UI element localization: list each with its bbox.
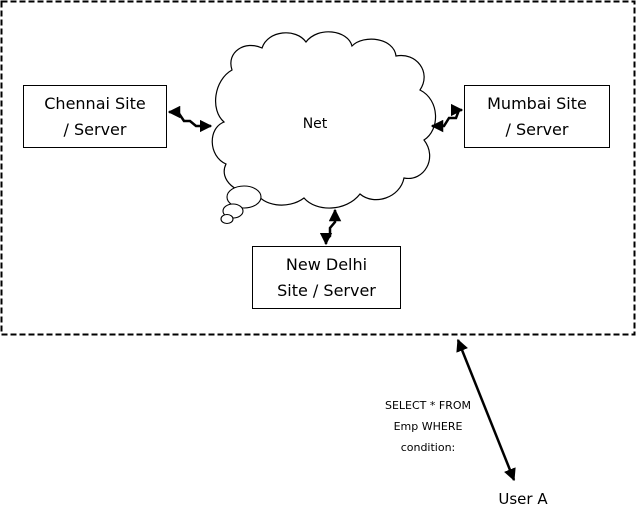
chennai-site-line2: / Server	[63, 119, 127, 139]
sql-query-line3: condition:	[400, 441, 456, 454]
network-label: Net	[302, 116, 328, 132]
link-delhi-net	[319, 208, 342, 246]
cloud-bubble-small	[220, 213, 234, 225]
delhi-site-line2: Site / Server	[277, 280, 376, 300]
user-query-arrow	[456, 338, 516, 482]
sql-query-line1: SELECT * FROM	[384, 399, 472, 412]
chennai-site-box: Chennai Site / Server	[23, 85, 167, 148]
delhi-site-line1: New Delhi	[285, 254, 368, 274]
sql-query-text: SELECT * FROM Emp WHERE condition:	[366, 395, 490, 458]
delhi-site-box: New Delhi Site / Server	[252, 246, 401, 309]
mumbai-site-line2: / Server	[505, 119, 569, 139]
mumbai-site-box: Mumbai Site / Server	[464, 85, 610, 148]
cloud-bubble-large	[226, 185, 262, 209]
user-label: User A	[498, 490, 548, 508]
mumbai-site-line1: Mumbai Site	[487, 93, 587, 113]
system-boundary	[0, 0, 636, 336]
network-cloud	[211, 31, 437, 209]
chennai-site-line1: Chennai Site	[44, 93, 146, 113]
sql-query-line2: Emp WHERE	[393, 420, 463, 433]
link-chennai-net	[167, 105, 213, 133]
link-mumbai-net	[430, 103, 464, 133]
